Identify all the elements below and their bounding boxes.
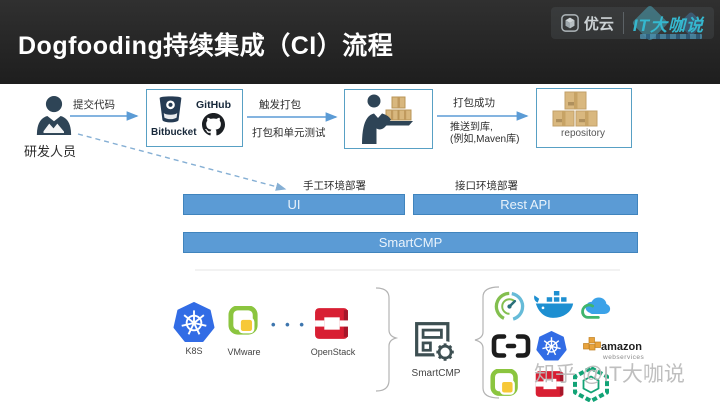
repository-label: repository [561,128,605,139]
cloud-icon [578,293,612,320]
watermark: 知乎 @IT大咖说 [534,363,685,386]
github-label: GitHub [196,99,231,111]
rest-api-bar: Rest API [413,194,638,215]
kubernetes-icon [536,331,567,362]
gauge-icon [493,290,526,323]
docker-icon [532,289,576,320]
repository-boxes-icon [551,91,601,127]
openstack-icon-2 [534,369,565,399]
right-group-brace [474,286,500,399]
vmware-icon [228,306,261,339]
smartcmp-label: SmartCMP [411,368,461,379]
commit-arrow-label: 提交代码 [73,99,115,111]
header-bar: Dogfooding持续集成（CI）流程 优云 IT大咖说 [0,0,720,84]
hexagon-mesh-icon [572,366,610,402]
page-title: Dogfooding持续集成（CI）流程 [18,32,394,60]
cube-icon [561,14,579,32]
smartcmp-bar: SmartCMP [183,232,638,253]
uyun-logo-text: 优云 [583,15,614,33]
aws-subtext: webservices [603,354,645,361]
smartcmp-icon [413,320,457,364]
trigger-arrow-bottom-label: 打包和单元测试 [252,127,326,139]
bitbucket-label: Bitbucket [151,127,197,138]
openstack-label: OpenStack [310,347,356,357]
itdks-logo-subbar [640,34,702,39]
manual-env-label: 手工环境部署 [303,180,366,192]
bitbucket-icon [157,95,184,124]
ellipsis-dots: • • • [271,317,307,332]
itdks-logo-text: IT大咖说 [632,15,704,35]
ui-bar: UI [183,194,405,215]
aws-text: amazon [601,341,642,353]
success-arrow-top-label: 打包成功 [453,97,495,109]
logo-group: 优云 IT大咖说 [550,4,714,42]
trigger-arrow-top-label: 触发打包 [259,99,301,111]
code-brackets-icon [491,334,531,358]
k8s-icon [172,302,216,344]
push-label-line1: 推送到库, [450,122,493,133]
left-group-brace [375,287,399,392]
logo-divider [622,12,624,34]
vmware-label: VMware [227,347,261,357]
github-icon [202,113,225,136]
api-env-label: 接口环境部署 [455,180,518,192]
packager-icon [355,94,419,144]
developer-icon [33,95,75,135]
aws-boxes-icon [583,337,601,355]
vmware-icon-2 [490,369,521,400]
uyun-logo: 优云 [561,13,614,34]
openstack-icon [313,306,350,341]
developer-label: 研发人员 [24,144,77,159]
k8s-label: K8S [185,346,203,356]
push-label-line2: (例如,Maven库) [450,134,520,145]
